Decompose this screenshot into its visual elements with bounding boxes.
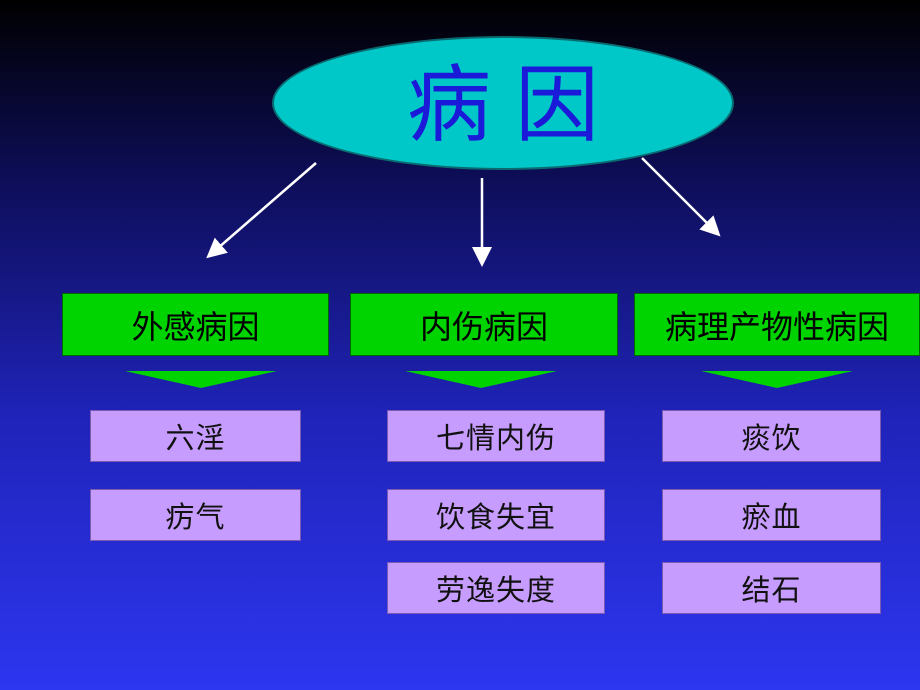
root-label: 病因 [406,56,623,154]
item-six-excesses: 六淫 [90,410,301,462]
chevron-down-icon [125,371,277,388]
category-pathological-products: 病理产物性病因 [634,293,920,356]
chevron-down-icon [405,371,557,388]
item-pestilential-qi: 疠气 [90,489,301,541]
category-internal-causes: 内伤病因 [350,293,618,356]
item-blood-stasis: 瘀血 [662,489,881,541]
item-phlegm-fluid: 痰饮 [662,410,881,462]
root-node: 病因 [272,36,734,170]
item-overwork-rest: 劳逸失度 [387,562,605,614]
arrow-to-pathological [641,157,721,237]
item-calculi: 结石 [662,562,881,614]
chevron-down-icon [701,371,853,388]
item-seven-emotions: 七情内伤 [387,410,605,462]
arrow-to-external [206,162,317,259]
item-improper-diet: 饮食失宜 [387,489,605,541]
category-external-causes: 外感病因 [62,293,329,356]
